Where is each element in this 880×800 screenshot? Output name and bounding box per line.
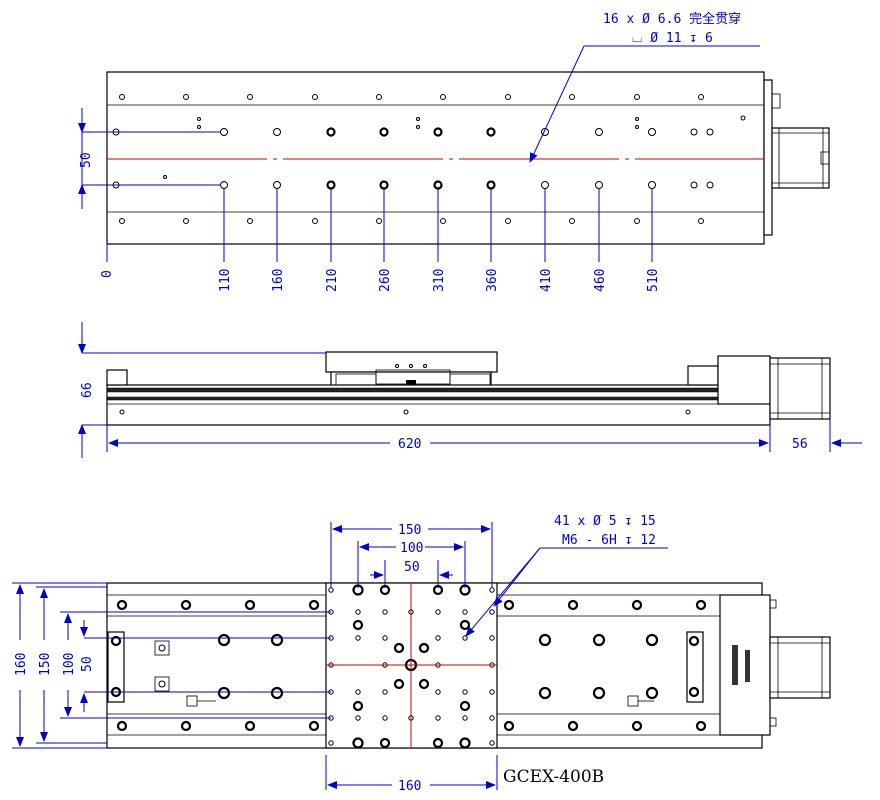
side-dims (78, 322, 862, 458)
side-left-stop (106, 369, 128, 386)
bottom-dim-100: 100 (400, 541, 423, 556)
x-label-0: 0 (100, 270, 115, 278)
top-x-labels: 0 110 160 210 260 310 360 410 460 510 (100, 269, 661, 292)
bottom-base-holes (107, 631, 704, 707)
top-view: 16 x Ø 6.6 完全贯穿 ⌴ Ø 11 ↧ 6 50 0 110 160 … (78, 11, 830, 292)
x-label-360: 360 (485, 269, 500, 292)
bottom-view: 150 100 50 41 x Ø 5 ↧ 15 M6 - 6H ↧ 12 16… (12, 514, 831, 794)
x-label-260: 260 (378, 269, 393, 292)
top-end-cap (763, 79, 773, 236)
bottom-motor (769, 636, 831, 699)
side-dim-56: 56 (792, 437, 808, 452)
bottom-dim-160: 160 (14, 653, 29, 676)
x-label-160: 160 (271, 269, 286, 292)
carriage-width-dim: 160 (398, 779, 421, 794)
top-motor (771, 127, 830, 189)
bottom-dim-50-v: 50 (80, 656, 95, 672)
bottom-dim-100-v: 100 (62, 653, 77, 676)
side-dim-66: 66 (80, 382, 95, 398)
bottom-rail-bolts (116, 599, 707, 732)
top-dim-50: 50 (79, 152, 94, 168)
x-label-210: 210 (325, 269, 340, 292)
side-end-block (717, 355, 771, 405)
x-label-110: 110 (218, 269, 233, 292)
side-right-stop (687, 365, 719, 386)
bottom-dims (12, 522, 668, 790)
carriage-hole-note: 41 x Ø 5 ↧ 15 (554, 514, 656, 529)
bottom-dim-50: 50 (404, 560, 420, 575)
bottom-dim-150-v: 150 (38, 653, 53, 676)
x-label-510: 510 (646, 269, 661, 292)
side-dim-620: 620 (398, 437, 421, 452)
side-view: 66 620 56 (78, 322, 862, 458)
carriage-holes (328, 584, 495, 749)
x-label-460: 460 (593, 269, 608, 292)
x-label-310: 310 (432, 269, 447, 292)
top-hole-note: 16 x Ø 6.6 完全贯穿 (603, 11, 741, 27)
thread-note: M6 - 6H ↧ 12 (562, 533, 656, 548)
top-edge-holes (119, 94, 746, 224)
top-leaders (78, 45, 760, 262)
side-motor (769, 357, 831, 420)
model-number: GCEX-400B (503, 767, 604, 787)
bottom-dim-150: 150 (398, 523, 421, 538)
x-label-410: 410 (539, 269, 554, 292)
top-view-base (106, 71, 765, 245)
side-carriage-top (325, 351, 498, 373)
top-counterbore-note: ⌴ Ø 11 ↧ 6 (632, 31, 713, 46)
